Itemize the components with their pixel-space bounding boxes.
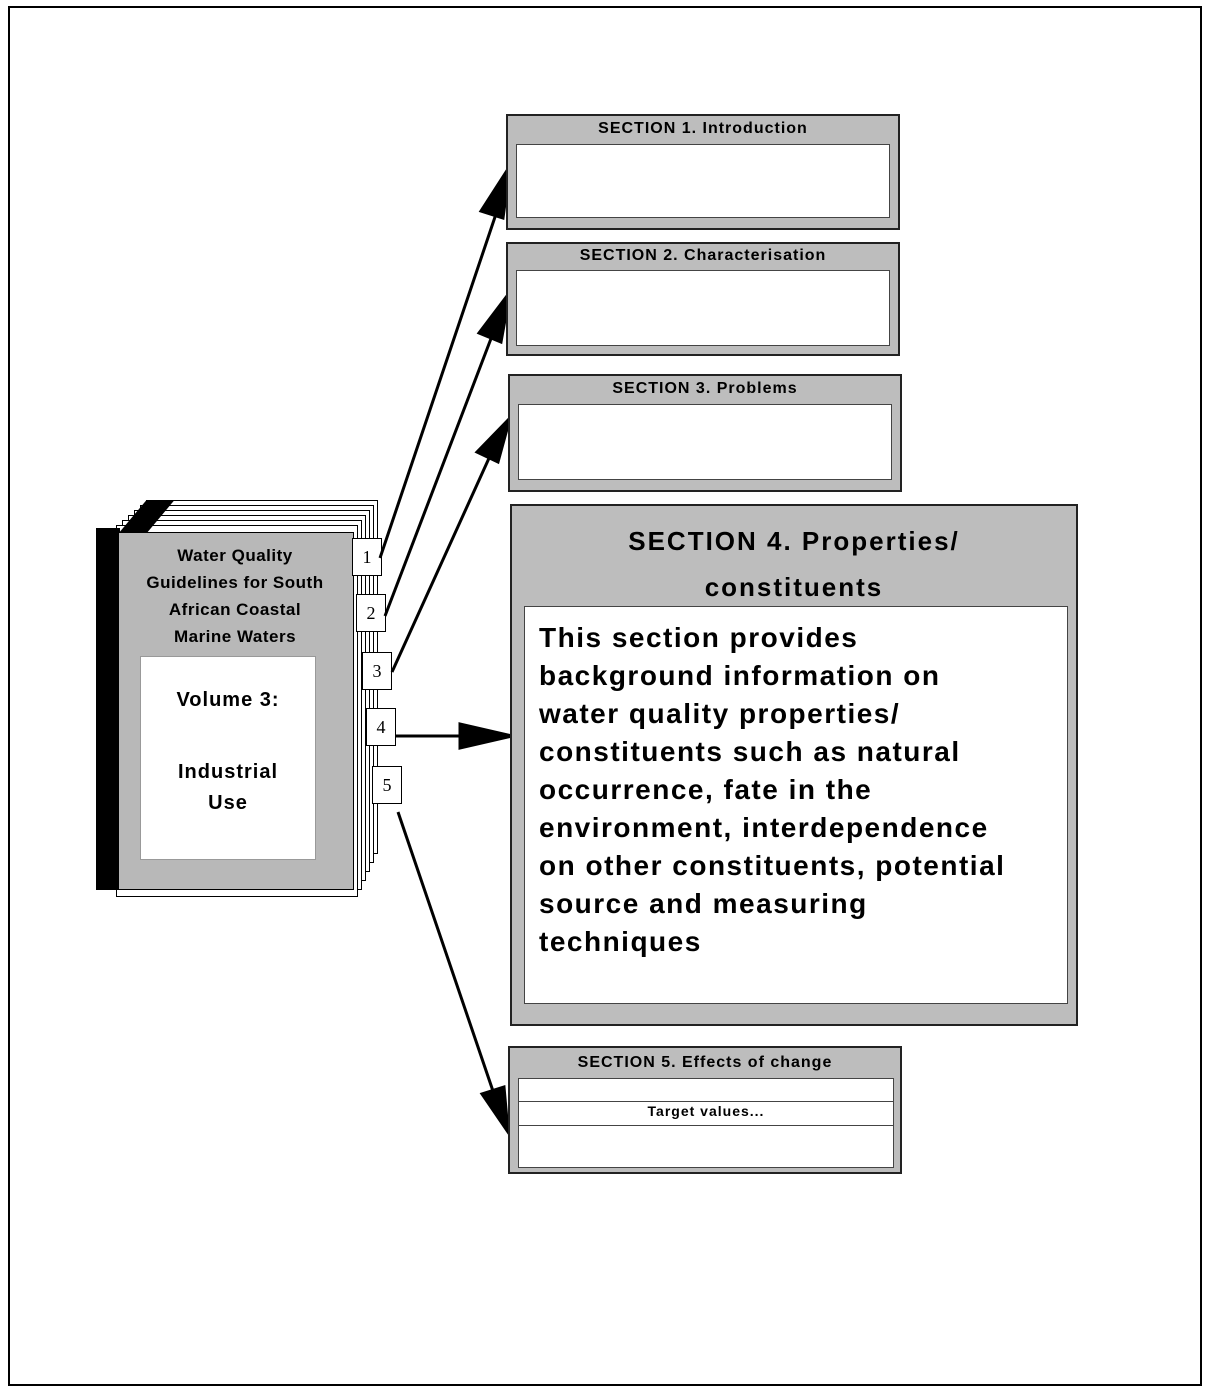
section-2-content bbox=[516, 270, 890, 346]
section-5-target-values: Target values... bbox=[647, 1103, 765, 1119]
section-5-rule-top bbox=[519, 1101, 893, 1102]
section-4-box: SECTION 4. Properties/ constituents This… bbox=[510, 504, 1078, 1026]
section-1-box: SECTION 1. Introduction bbox=[506, 114, 900, 230]
section-1-content bbox=[516, 144, 890, 218]
section-5-content: Target values... bbox=[518, 1078, 894, 1168]
book-use: Industrial Use bbox=[177, 761, 278, 814]
book-label: Volume 3: Industrial Use bbox=[140, 656, 316, 860]
section-3-box: SECTION 3. Problems bbox=[508, 374, 902, 492]
section-4-description: This section provides background informa… bbox=[539, 622, 1006, 957]
section-3-content bbox=[518, 404, 892, 480]
section-2-box: SECTION 2. Characterisation bbox=[506, 242, 900, 356]
section-5-rule-bottom bbox=[519, 1125, 893, 1126]
section-3-title: SECTION 3. Problems bbox=[612, 380, 798, 397]
book-volume: Volume 3: bbox=[176, 689, 280, 711]
section-4-title: SECTION 4. Properties/ constituents bbox=[628, 526, 960, 602]
tab-1: 1 bbox=[352, 538, 382, 576]
book-title: Water Quality Guidelines for South Afric… bbox=[146, 546, 324, 646]
section-4-content: This section provides background informa… bbox=[524, 606, 1068, 1004]
tab-3: 3 bbox=[362, 652, 392, 690]
section-1-title: SECTION 1. Introduction bbox=[598, 120, 808, 137]
tab-4: 4 bbox=[366, 708, 396, 746]
section-5-box: SECTION 5. Effects of change Target valu… bbox=[508, 1046, 902, 1174]
section-2-title: SECTION 2. Characterisation bbox=[579, 247, 827, 264]
section-5-title: SECTION 5. Effects of change bbox=[577, 1054, 833, 1071]
tab-5: 5 bbox=[372, 766, 402, 804]
book-spine bbox=[96, 528, 120, 890]
tab-2: 2 bbox=[356, 594, 386, 632]
